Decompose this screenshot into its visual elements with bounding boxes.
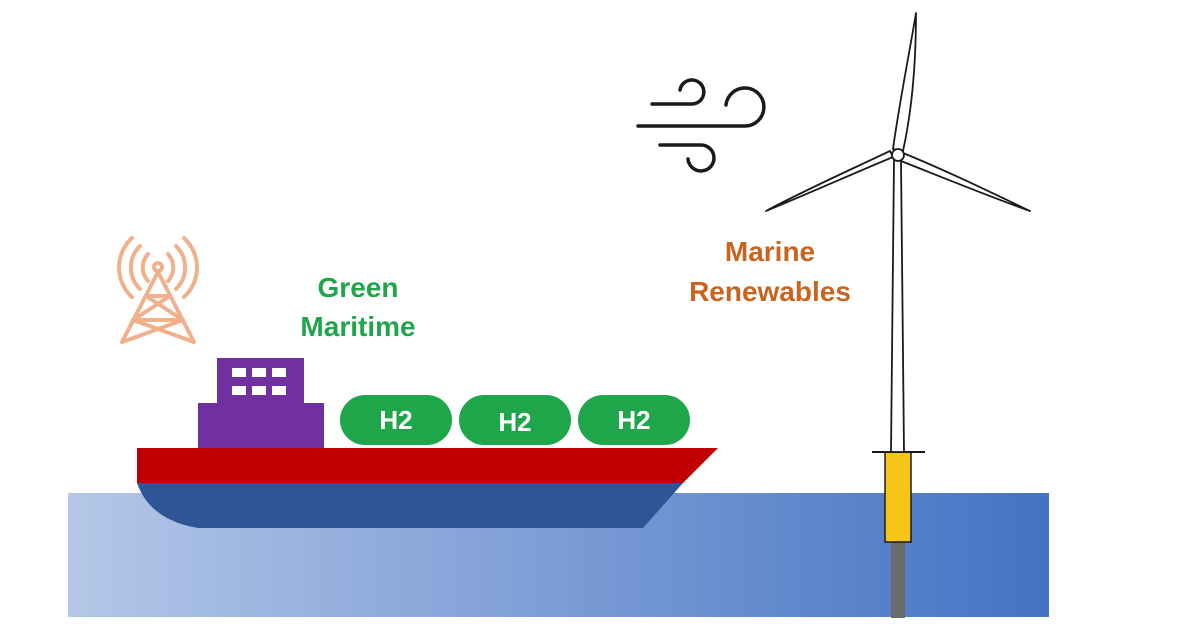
marine-renewables-label-line1: Marine [725,236,815,267]
wind-turbine-icon [765,12,1031,618]
tank-label: H2 [617,405,650,435]
hydrogen-tank: H2 [340,395,452,445]
turbine-foundation [884,451,912,543]
tank-label: H2 [498,407,531,437]
ship-cabin-top [217,358,304,405]
turbine-hub [891,148,905,162]
ship-hull-lower [137,483,683,528]
ship-windows [232,368,286,395]
turbine-pile [891,540,905,618]
green-maritime-label-line2: Maritime [300,311,415,342]
hydrogen-tank: H2 [578,395,690,445]
turbine-tower [890,159,905,453]
communication-tower-icon [117,236,199,344]
ship-cabin-bottom [198,403,324,450]
ship-icon [137,358,718,528]
marine-renewables-label-line2: Renewables [689,276,851,307]
hydrogen-tanks: H2 H2 H2 [340,395,690,445]
turbine-blades [765,12,1031,212]
green-maritime-label-line1: Green [318,272,399,303]
hydrogen-tank: H2 [459,395,571,445]
wind-icon [636,78,766,173]
tank-label: H2 [379,405,412,435]
ship-hull-upper [137,448,718,483]
